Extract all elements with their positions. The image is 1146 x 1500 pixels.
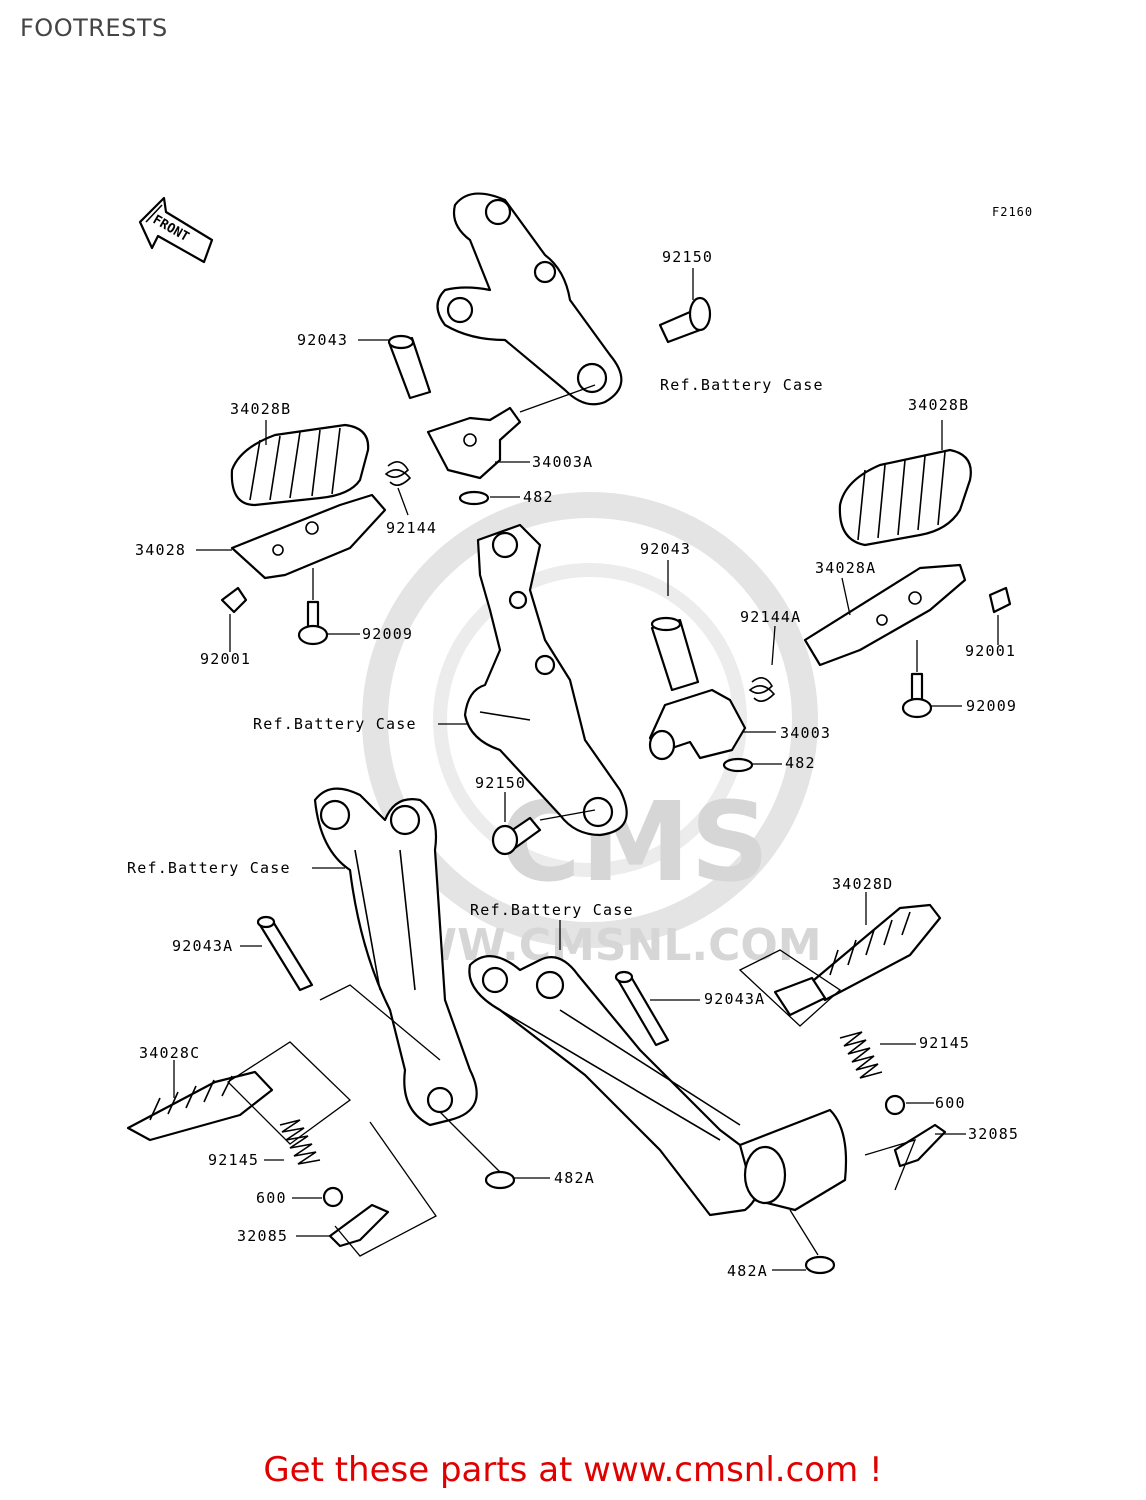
middle-bracket-part xyxy=(463,523,628,837)
upper-bracket-part xyxy=(436,192,623,406)
callout-34003A: 34003A xyxy=(532,453,593,471)
callout-ref-mid: Ref.Battery Case xyxy=(253,715,417,733)
callout-92043A-left: 92043A xyxy=(172,937,233,955)
callout-34028B-left: 34028B xyxy=(230,400,291,418)
bolt-92009-right xyxy=(901,672,933,719)
clip-482A-mid xyxy=(484,1170,516,1190)
spring-92145-right xyxy=(839,1031,883,1079)
callout-32085-left: 32085 xyxy=(237,1227,288,1245)
spring-92145-left xyxy=(279,1119,321,1165)
callout-92001-right: 92001 xyxy=(965,642,1016,660)
callout-482A-bottom: 482A xyxy=(727,1262,768,1280)
bolt-92150-top xyxy=(658,296,712,344)
watermark-brand: CMS xyxy=(500,778,769,906)
callout-92001-left: 92001 xyxy=(200,650,251,668)
footpeg-34028D-part xyxy=(773,903,942,1017)
callout-ref-top: Ref.Battery Case xyxy=(660,376,824,394)
callout-92009-left: 92009 xyxy=(362,625,413,643)
detent-32085-right xyxy=(893,1123,947,1168)
ball-600-left xyxy=(322,1186,344,1208)
pin-92043A-right xyxy=(614,970,670,1047)
callout-92043A-right: 92043A xyxy=(704,990,765,1008)
callout-92144A: 92144A xyxy=(740,608,801,626)
holder-34003-part xyxy=(648,688,747,761)
spring-92144 xyxy=(384,461,412,486)
callout-34028C: 34028C xyxy=(139,1044,200,1062)
callout-92145-left: 92145 xyxy=(208,1151,259,1169)
callout-92144: 92144 xyxy=(386,519,437,537)
front-arrow-icon: FRONT xyxy=(138,196,214,264)
lower-left-bracket-part xyxy=(313,787,478,1127)
pin-92043A-left xyxy=(256,915,314,992)
page-title: FOOTRESTS xyxy=(20,14,168,42)
callout-482A-mid: 482A xyxy=(554,1169,595,1187)
callout-92150-mid: 92150 xyxy=(475,774,526,792)
footpeg-rubber-34028B-right xyxy=(838,448,972,547)
footpeg-34028A-right xyxy=(803,563,967,667)
callout-92009-right: 92009 xyxy=(966,697,1017,715)
clip-482A-bottom xyxy=(804,1255,836,1275)
bolt-92150-mid xyxy=(491,816,542,856)
callout-482-mid: 482 xyxy=(785,754,816,772)
footpeg-34028-left xyxy=(230,493,387,580)
footpeg-rubber-34028B-left xyxy=(230,423,370,507)
callout-ref-lower-center: Ref.Battery Case xyxy=(470,901,634,919)
cms-watermark: CMS WWW.CMSNL.COM xyxy=(360,492,822,971)
callout-92043-top: 92043 xyxy=(297,331,348,349)
callout-34028A: 34028A xyxy=(815,559,876,577)
pin-92043-top xyxy=(387,334,432,400)
detent-32085-left xyxy=(328,1203,390,1248)
callout-ref-lower-left: Ref.Battery Case xyxy=(127,859,291,877)
footpeg-34028C-part xyxy=(126,1070,274,1142)
holder-34003A-part xyxy=(426,406,522,480)
callout-34028B-right: 34028B xyxy=(908,396,969,414)
pin-92043-mid xyxy=(650,616,700,692)
screw-92001-left xyxy=(220,586,248,614)
callout-600-right: 600 xyxy=(935,1094,966,1112)
callout-92145-right: 92145 xyxy=(919,1034,970,1052)
bolt-92009-left xyxy=(297,600,329,646)
callout-34028-left: 34028 xyxy=(135,541,186,559)
clip-482-mid xyxy=(722,757,754,773)
clip-482-top xyxy=(458,490,490,506)
callout-34003: 34003 xyxy=(780,724,831,742)
callout-482-top: 482 xyxy=(523,488,554,506)
callout-92043-mid: 92043 xyxy=(640,540,691,558)
callout-34028D: 34028D xyxy=(832,875,893,893)
callout-600-left: 600 xyxy=(256,1189,287,1207)
callout-92150-top: 92150 xyxy=(662,248,713,266)
callout-32085-right: 32085 xyxy=(968,1125,1019,1143)
spring-92144A xyxy=(748,677,776,702)
footer-link[interactable]: Get these parts at www.cmsnl.com ! xyxy=(263,1450,883,1490)
screw-92001-right xyxy=(988,586,1012,614)
lower-center-bracket-part xyxy=(468,955,848,1217)
ball-600-right xyxy=(884,1094,906,1116)
figure-code: F2160 xyxy=(992,205,1033,219)
